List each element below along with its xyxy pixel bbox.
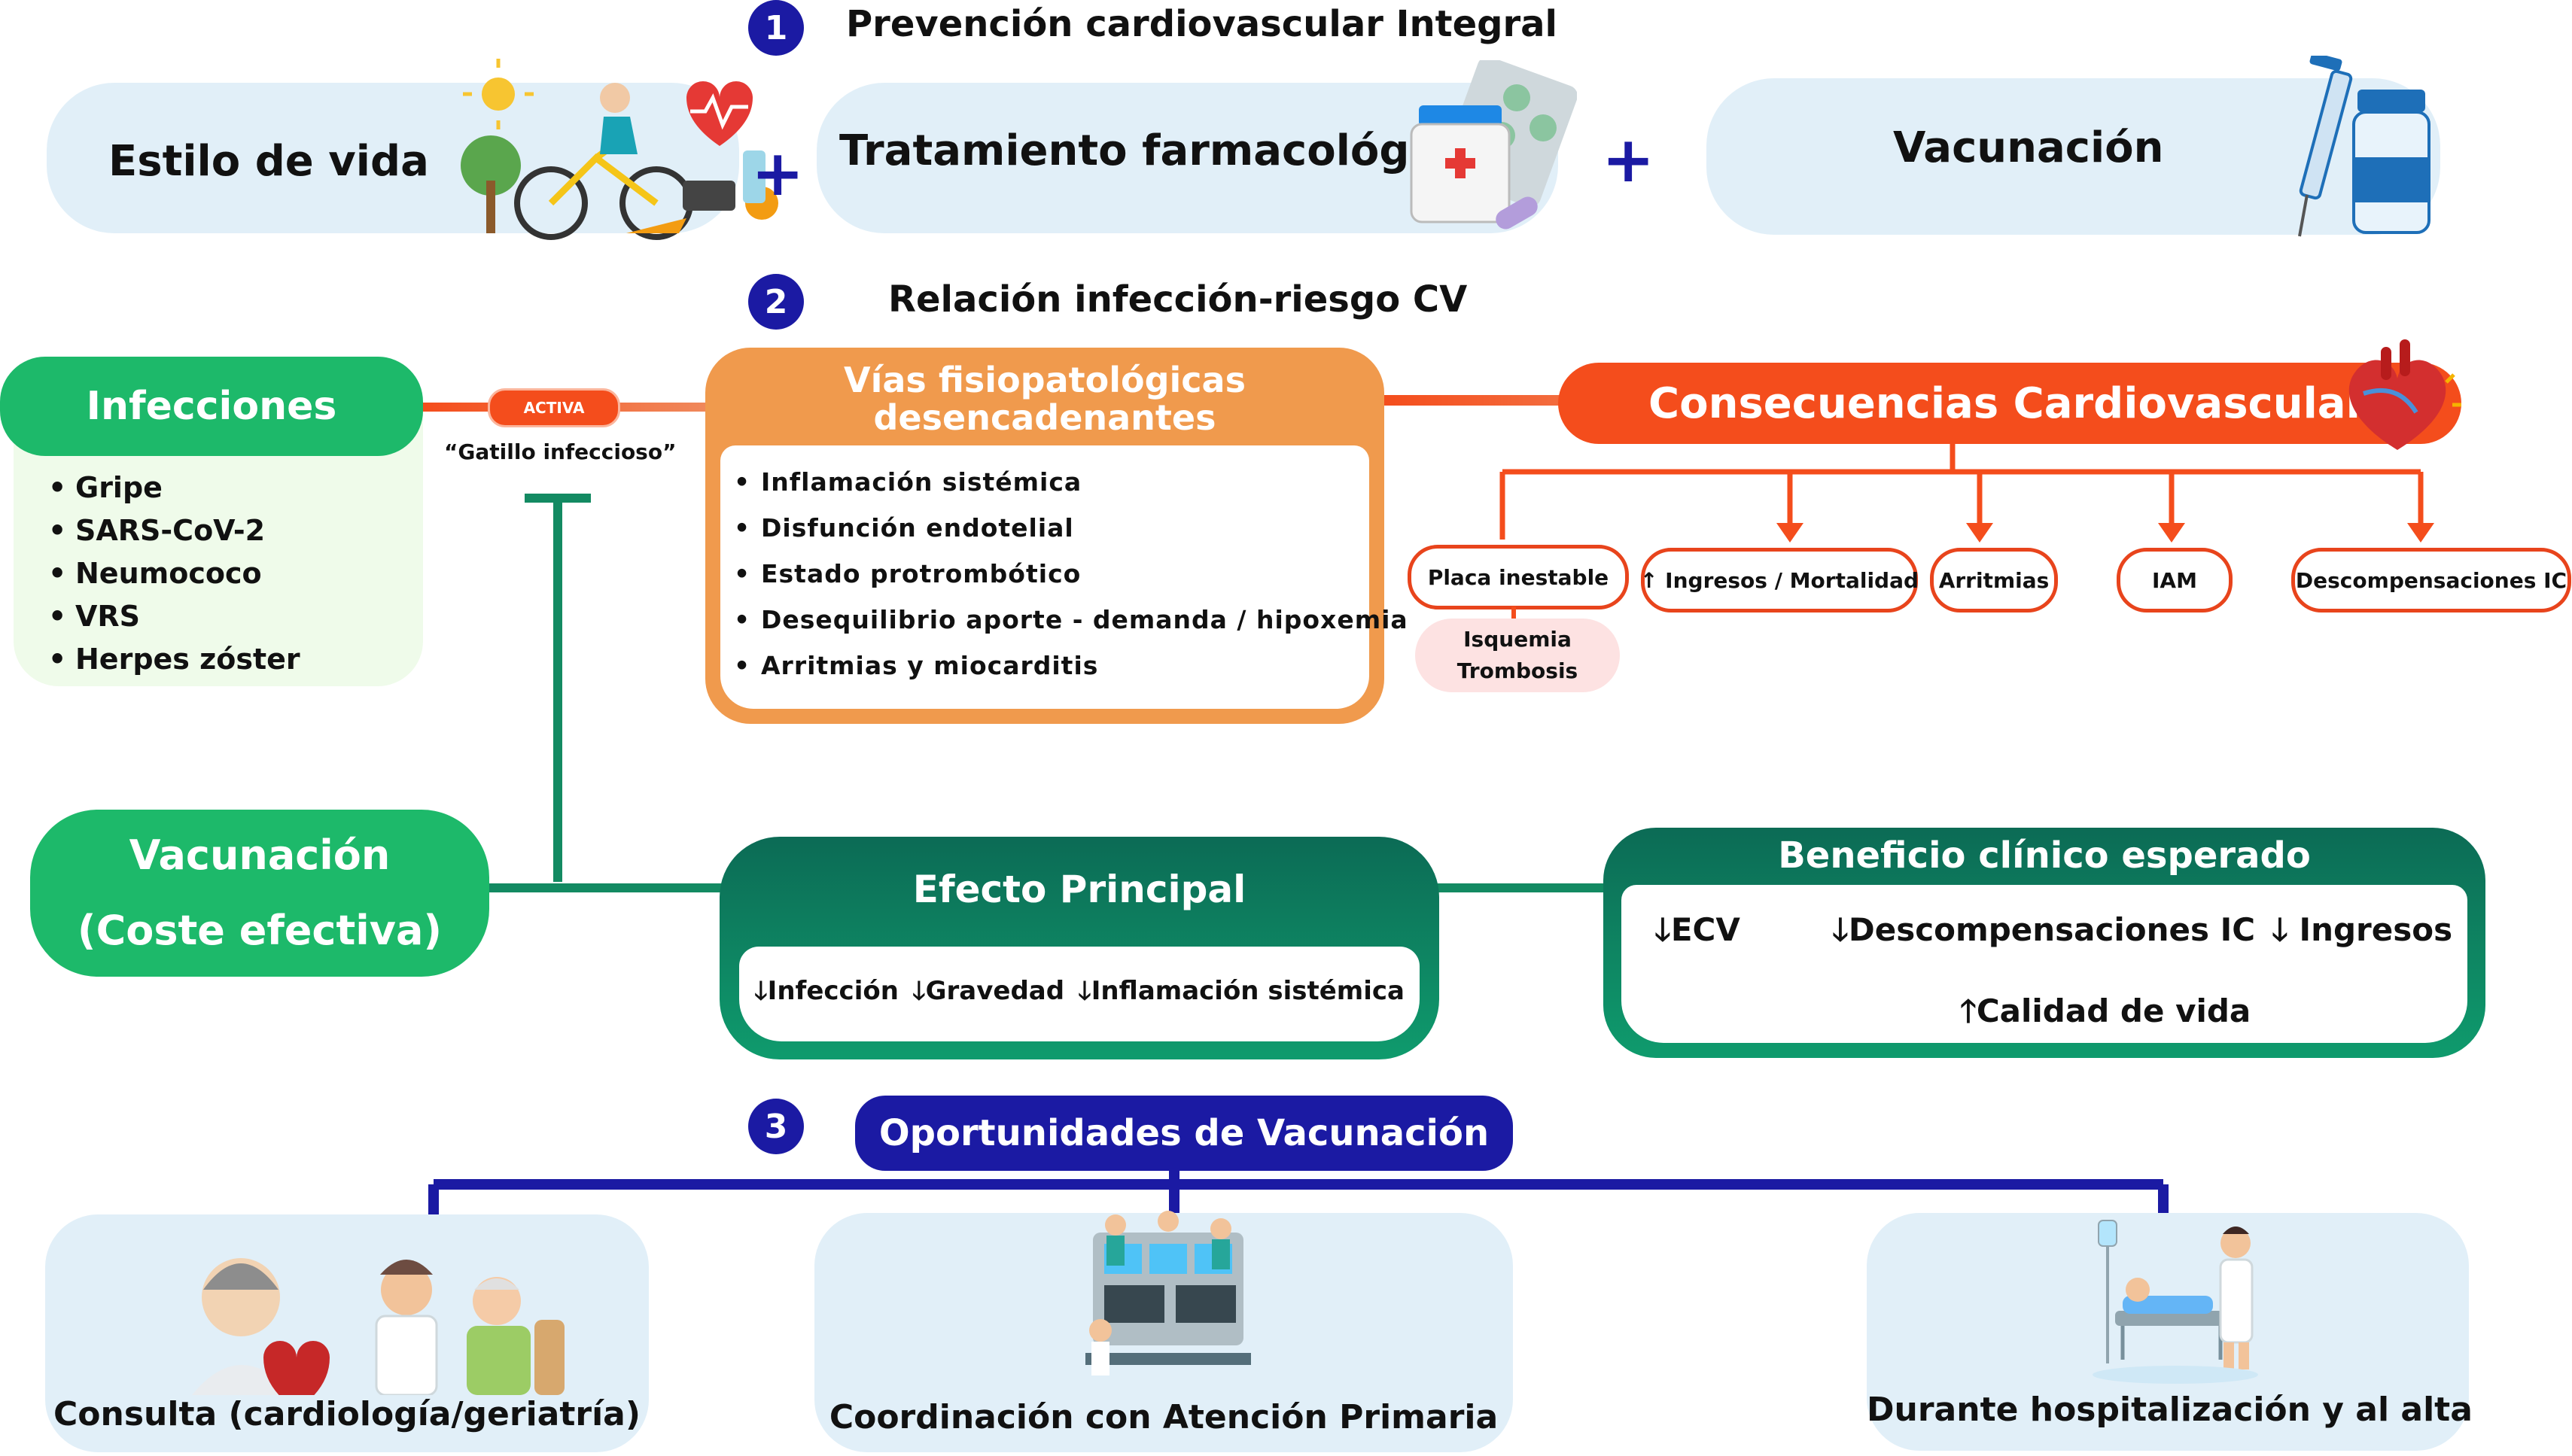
infection-item: Neumococo xyxy=(44,552,300,595)
infection-item: Gripe xyxy=(44,467,300,509)
vaccination-cost-effective: Vacunación (Coste efectiva) xyxy=(30,810,489,977)
lifestyle-card: Estilo de vida xyxy=(47,59,778,240)
pathway-item: Inflamación sistémica xyxy=(729,459,1408,505)
infections-header: Infecciones xyxy=(0,357,423,456)
pathways-title: Vías fisiopatológicas desencadenantes xyxy=(705,361,1384,436)
ischemia-label: Isquemia xyxy=(1463,627,1572,652)
consequence-placa: Placa inestable xyxy=(1408,545,1629,609)
consequence-branches xyxy=(1499,440,2434,543)
vaccination-top-label: Vacunación xyxy=(1893,123,2164,172)
cyclist-illustration xyxy=(461,59,778,240)
activa-label: ACTIVA xyxy=(523,399,585,417)
clinical-benefit-list: 🡓ECV 🡓Descompensaciones IC 🡓 Ingresos 🡑C… xyxy=(1621,885,2467,1043)
medication-icon xyxy=(1410,60,1577,229)
pathway-item: Disfunción endotelial xyxy=(729,505,1408,551)
main-effect-list: 🡓Infección 🡓Gravedad 🡓Inflamación sistém… xyxy=(739,947,1420,1041)
effect-severity: 🡓Gravedad xyxy=(912,975,1065,1006)
consultation-card: Consulta (cardiología/geriatría) xyxy=(45,1214,649,1452)
hospitalization-label: Durante hospitalización y al alta xyxy=(1867,1391,2473,1429)
lifestyle-label: Estilo de vida xyxy=(108,137,429,186)
activa-badge: ACTIVA xyxy=(488,388,620,427)
section2-title: Relación infección-riesgo CV xyxy=(888,278,1468,321)
step-number-3: 3 xyxy=(748,1099,804,1154)
pathways-list: Inflamación sistémica Disfunción endotel… xyxy=(729,459,1408,688)
cost-effective-label: (Coste efectiva) xyxy=(77,907,443,954)
doctor-patient-illustration xyxy=(192,1258,565,1395)
plus-sign-1: + xyxy=(751,136,805,210)
connector-pathways-consequences xyxy=(1381,395,1562,406)
pharmacological-label: Tratamiento farmacológico xyxy=(839,126,1478,175)
primary-care-label: Coordinación con Atención Primaria xyxy=(829,1398,1499,1436)
benefit-ic: 🡓Descompensaciones IC xyxy=(1832,911,2256,948)
effect-inflammation: 🡓Inflamación sistémica xyxy=(1078,975,1405,1006)
sub-connector xyxy=(1511,606,1516,620)
consequence-arritmias: Arritmias xyxy=(1930,548,2058,612)
care-team-illustration xyxy=(1085,1211,1251,1375)
infection-item: Herpes zóster xyxy=(44,638,300,681)
vaccination-label: Vacunación xyxy=(129,831,391,879)
infection-item: VRS xyxy=(44,595,300,638)
benefit-calidad: 🡑Calidad de vida xyxy=(1960,992,2251,1029)
vaccination-top-card: Vacunación xyxy=(1706,56,2440,237)
pathways-title-line1: Vías fisiopatológicas xyxy=(844,360,1246,400)
opportunities-title: Oportunidades de Vacunación xyxy=(855,1096,1513,1171)
step-number-1: 1 xyxy=(748,0,804,56)
main-effect-card: Efecto Principal 🡓Infección 🡓Gravedad 🡓I… xyxy=(720,837,1439,1059)
clinical-benefit-title: Beneficio clínico esperado xyxy=(1778,834,2311,877)
consultation-label: Consulta (cardiología/geriatría) xyxy=(53,1395,641,1433)
benefit-ingresos: 🡓 Ingresos xyxy=(2272,911,2453,948)
heart-icon xyxy=(2348,339,2461,450)
step-number-2: 2 xyxy=(748,274,804,330)
section1-title: Prevención cardiovascular Integral xyxy=(846,3,1557,45)
consequences-header: Consecuencias Cardiovasculares xyxy=(1558,363,2461,444)
clinical-benefit-card: Beneficio clínico esperado 🡓ECV 🡓Descomp… xyxy=(1603,828,2485,1058)
pathway-item: Estado protrombótico xyxy=(729,551,1408,597)
infections-title: Infecciones xyxy=(86,384,337,429)
consequence-iam: IAM xyxy=(2117,548,2233,612)
syringe-vial-icon xyxy=(2298,56,2430,237)
trigger-label: “Gatillo infeccioso” xyxy=(444,439,677,464)
pathway-item: Desequilibrio aporte - demanda / hipoxem… xyxy=(729,597,1408,643)
pharmacological-card: Tratamiento farmacológico xyxy=(817,60,1577,233)
ischemia-thrombosis: Isquemia Trombosis xyxy=(1415,619,1620,692)
pathway-item: Arritmias y miocarditis xyxy=(729,643,1408,688)
primary-care-card: Coordinación con Atención Primaria xyxy=(814,1211,1513,1452)
consequence-ic: Descompensaciones IC xyxy=(2291,548,2571,612)
consequences-title: Consecuencias Cardiovasculares xyxy=(1648,378,2421,428)
connector-vaccine-effect xyxy=(489,883,730,892)
infections-list: Gripe SARS-CoV-2 Neumococo VRS Herpes zó… xyxy=(44,467,300,681)
hospitalization-card: Durante hospitalización y al alta xyxy=(1867,1213,2473,1451)
plus-sign-2: + xyxy=(1602,123,1655,196)
main-effect-title: Efecto Principal xyxy=(912,868,1246,911)
inhibition-stem xyxy=(553,494,562,882)
benefit-ecv: 🡓ECV xyxy=(1654,911,1740,948)
infection-item: SARS-CoV-2 xyxy=(44,509,300,552)
effect-infection: 🡓Infección xyxy=(754,975,899,1006)
connector-effect-benefit xyxy=(1430,883,1611,892)
pathways-title-line2: desencadenantes xyxy=(873,397,1216,438)
pathways-card: Vías fisiopatológicas desencadenantes In… xyxy=(705,348,1408,724)
hospital-bed-illustration xyxy=(2093,1220,2258,1384)
thrombosis-label: Trombosis xyxy=(1456,658,1578,683)
pathways-list-panel: Inflamación sistémica Disfunción endotel… xyxy=(720,445,1408,709)
consequence-ingresos: ↑ Ingresos / Mortalidad xyxy=(1640,548,1919,612)
